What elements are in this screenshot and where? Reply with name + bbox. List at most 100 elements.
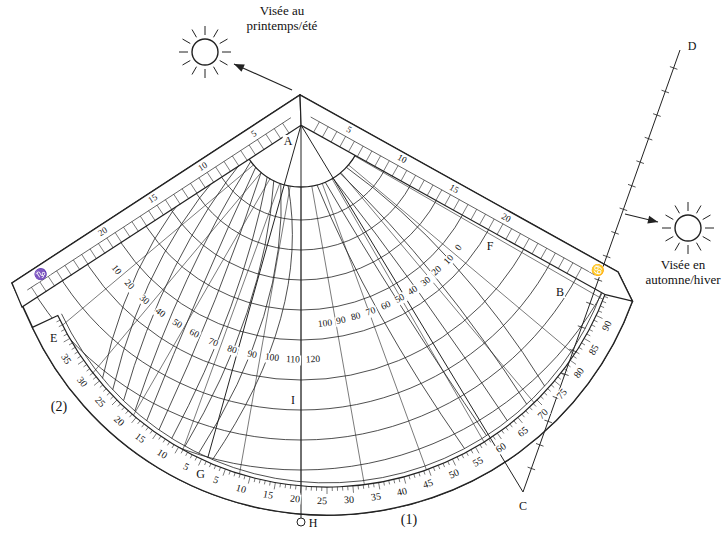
scale-tick xyxy=(555,381,560,386)
band-tick xyxy=(401,170,407,181)
scale-tick xyxy=(533,404,536,407)
scale-tick xyxy=(404,477,406,484)
calendar-band xyxy=(300,95,632,301)
scale-tick xyxy=(596,316,602,319)
scale-tick xyxy=(274,483,275,490)
sun-ray xyxy=(662,228,671,229)
scale-tick xyxy=(604,296,608,298)
scale-tick xyxy=(138,421,141,424)
scale-tick xyxy=(414,474,415,478)
scale-tick xyxy=(510,424,512,427)
band-tick xyxy=(216,167,223,177)
scale-label: 120 xyxy=(305,355,322,365)
scale-tick xyxy=(433,467,435,471)
band-tick xyxy=(241,151,248,161)
band-tick xyxy=(199,178,206,188)
scale-tick xyxy=(150,430,152,433)
band-tick xyxy=(140,216,147,226)
sight-arrow xyxy=(234,64,292,90)
point-letter: I xyxy=(290,394,296,406)
scale-tick xyxy=(497,433,501,439)
scale-tick xyxy=(279,483,281,487)
band-tick xyxy=(82,254,89,264)
point-letter: F xyxy=(486,240,495,252)
band-tick xyxy=(98,244,105,254)
radial-line xyxy=(322,183,444,519)
quadrant-body xyxy=(12,95,632,515)
scale-tick xyxy=(453,459,456,465)
scale-tick xyxy=(285,484,287,488)
scale-tick xyxy=(518,418,523,423)
scale-tick xyxy=(337,487,338,491)
band-tick xyxy=(436,190,442,200)
sun-ray xyxy=(688,202,689,211)
scale-tick xyxy=(142,424,144,427)
scale-tick xyxy=(471,450,473,454)
hour-curve xyxy=(159,173,261,431)
band-tick xyxy=(257,140,264,150)
scale-tick xyxy=(598,311,602,313)
hour-curve xyxy=(213,186,293,460)
scale-tick xyxy=(90,373,93,375)
sun-ray xyxy=(675,243,680,251)
scale-rule xyxy=(62,290,603,483)
band-tick xyxy=(73,260,80,270)
scale-tick xyxy=(223,469,225,476)
point-letter: B xyxy=(555,286,565,298)
radial-line xyxy=(0,165,254,395)
scale-tick xyxy=(544,393,547,396)
band-tick xyxy=(558,258,564,269)
sun-ray xyxy=(192,67,197,75)
band-tick xyxy=(266,134,273,144)
scale-tick xyxy=(146,427,148,430)
sun-ray xyxy=(183,39,191,44)
band-tick xyxy=(357,146,363,157)
band-tick xyxy=(207,172,214,182)
scale-tick xyxy=(64,339,70,343)
scale-tick xyxy=(69,343,72,345)
band-tick xyxy=(523,239,529,249)
band-tick xyxy=(419,180,425,191)
hour-curve xyxy=(317,185,465,449)
scale-tick xyxy=(502,430,504,433)
plumb-line xyxy=(301,125,302,518)
sun-ray xyxy=(675,206,680,214)
sight-line xyxy=(208,125,301,458)
scale-tick xyxy=(493,436,495,439)
scale-tick xyxy=(448,461,450,465)
scale-tick xyxy=(584,339,590,343)
scale-tick xyxy=(168,442,170,445)
scale-tick xyxy=(205,461,207,465)
sight-lines xyxy=(179,26,714,526)
calendar-band xyxy=(12,95,301,307)
scale-tick xyxy=(589,329,593,331)
scale-tick xyxy=(209,463,211,467)
sun-icon xyxy=(192,39,218,65)
alidade-tick xyxy=(544,420,552,423)
scale-tick xyxy=(398,478,400,482)
hour-lines xyxy=(0,0,676,535)
scale-tick xyxy=(306,486,307,490)
scale-tick xyxy=(219,467,221,471)
scale-tick xyxy=(84,365,87,367)
scale-tick xyxy=(388,481,390,485)
scale-tick xyxy=(429,469,431,476)
scale-tick xyxy=(126,411,129,414)
alidade-tick xyxy=(528,467,536,470)
scale-tick xyxy=(234,473,235,477)
band-tick xyxy=(567,263,573,273)
alidade-tick xyxy=(561,373,569,376)
scale-tick xyxy=(373,483,375,487)
scale-tick xyxy=(75,352,78,354)
sun-ray xyxy=(703,237,711,242)
alidade-tick xyxy=(645,137,653,140)
scale-tick xyxy=(551,385,554,388)
sun-ray xyxy=(205,69,206,78)
scale-tick xyxy=(573,356,576,358)
band-tick xyxy=(65,265,72,275)
alidade-tick xyxy=(586,302,594,305)
scale-tick xyxy=(594,320,598,322)
scale-tick xyxy=(112,400,117,405)
scale-tick xyxy=(466,452,468,456)
band-tick xyxy=(283,123,290,133)
